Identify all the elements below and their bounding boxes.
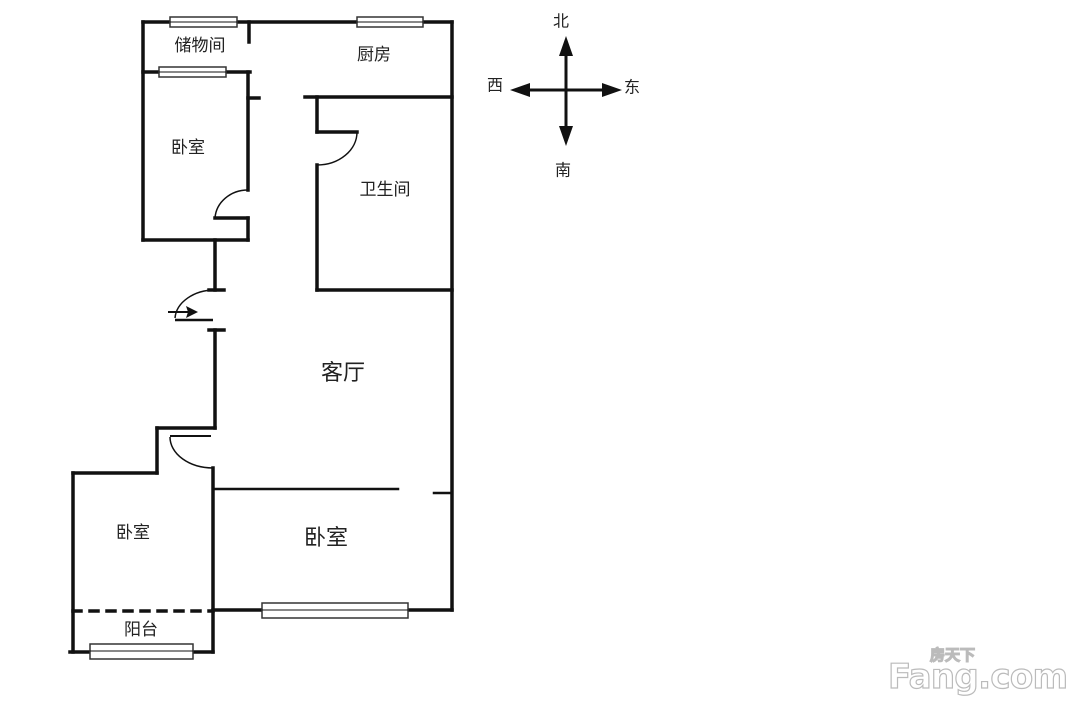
compass-south: 南 <box>555 161 571 180</box>
watermark-brand-en: Fang.com <box>888 657 1068 697</box>
compass: 北 南 东 西 <box>487 12 640 180</box>
room-label-bathroom: 卫生间 <box>360 180 411 200</box>
room-label-living-room: 客厅 <box>321 361 365 386</box>
arrow-west-icon <box>510 83 530 97</box>
room-label-balcony: 阳台 <box>124 620 158 640</box>
compass-north: 北 <box>553 12 569 31</box>
room-labels: 储物间 厨房 卧室 卫生间 客厅 卧室 卧室 阳台 <box>116 36 411 640</box>
room-label-bedroom-north: 卧室 <box>171 138 205 158</box>
compass-east: 东 <box>624 78 640 97</box>
room-label-bedroom-south: 卧室 <box>304 526 348 551</box>
compass-west: 西 <box>487 76 503 95</box>
arrow-south-icon <box>559 126 573 146</box>
watermark-brand-cn: 房天下 <box>930 646 975 664</box>
room-label-kitchen: 厨房 <box>357 45 391 65</box>
entry-arrow-icon <box>168 306 198 318</box>
room-label-storage: 储物间 <box>175 36 226 56</box>
walls <box>68 20 454 654</box>
watermark-logo: 房天下 Fang.com <box>887 645 1068 697</box>
windows <box>89 16 424 660</box>
arrow-east-icon <box>602 83 622 97</box>
room-label-bedroom-southwest: 卧室 <box>116 523 150 543</box>
arrow-north-icon <box>559 36 573 56</box>
